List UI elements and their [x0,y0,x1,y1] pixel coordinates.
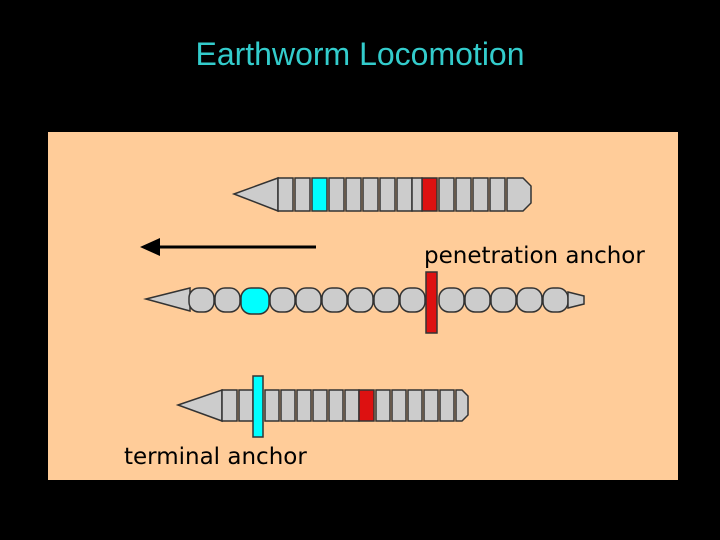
worm-bottom-head [175,388,223,423]
worm-bottom-segments [221,375,469,438]
worm-middle [143,271,585,334]
left-arrow-icon [140,238,316,256]
worm-middle-cyan-segment [240,287,270,315]
worm-top-red-segment [421,177,438,212]
worm-middle-head [143,287,191,312]
worm-bottom-red-segment [358,389,375,422]
worm-top-tail [506,177,532,212]
worm-bottom [175,375,469,438]
worm-top-head [231,176,279,213]
worm-middle-red-anchor [425,271,438,334]
worm-top-cyan-segment [311,177,328,212]
worm-bottom-cyan-anchor [252,375,264,438]
worm-middle-segments [188,271,585,334]
worm-bottom-tail [455,389,469,422]
worm-top [231,176,532,213]
terminal-anchor-label: terminal anchor [124,444,307,470]
worm-top-segments [277,177,532,212]
slide-title: Earthworm Locomotion [195,36,525,72]
worm-middle-tail [567,291,585,309]
penetration-anchor-label: penetration anchor [424,243,645,269]
